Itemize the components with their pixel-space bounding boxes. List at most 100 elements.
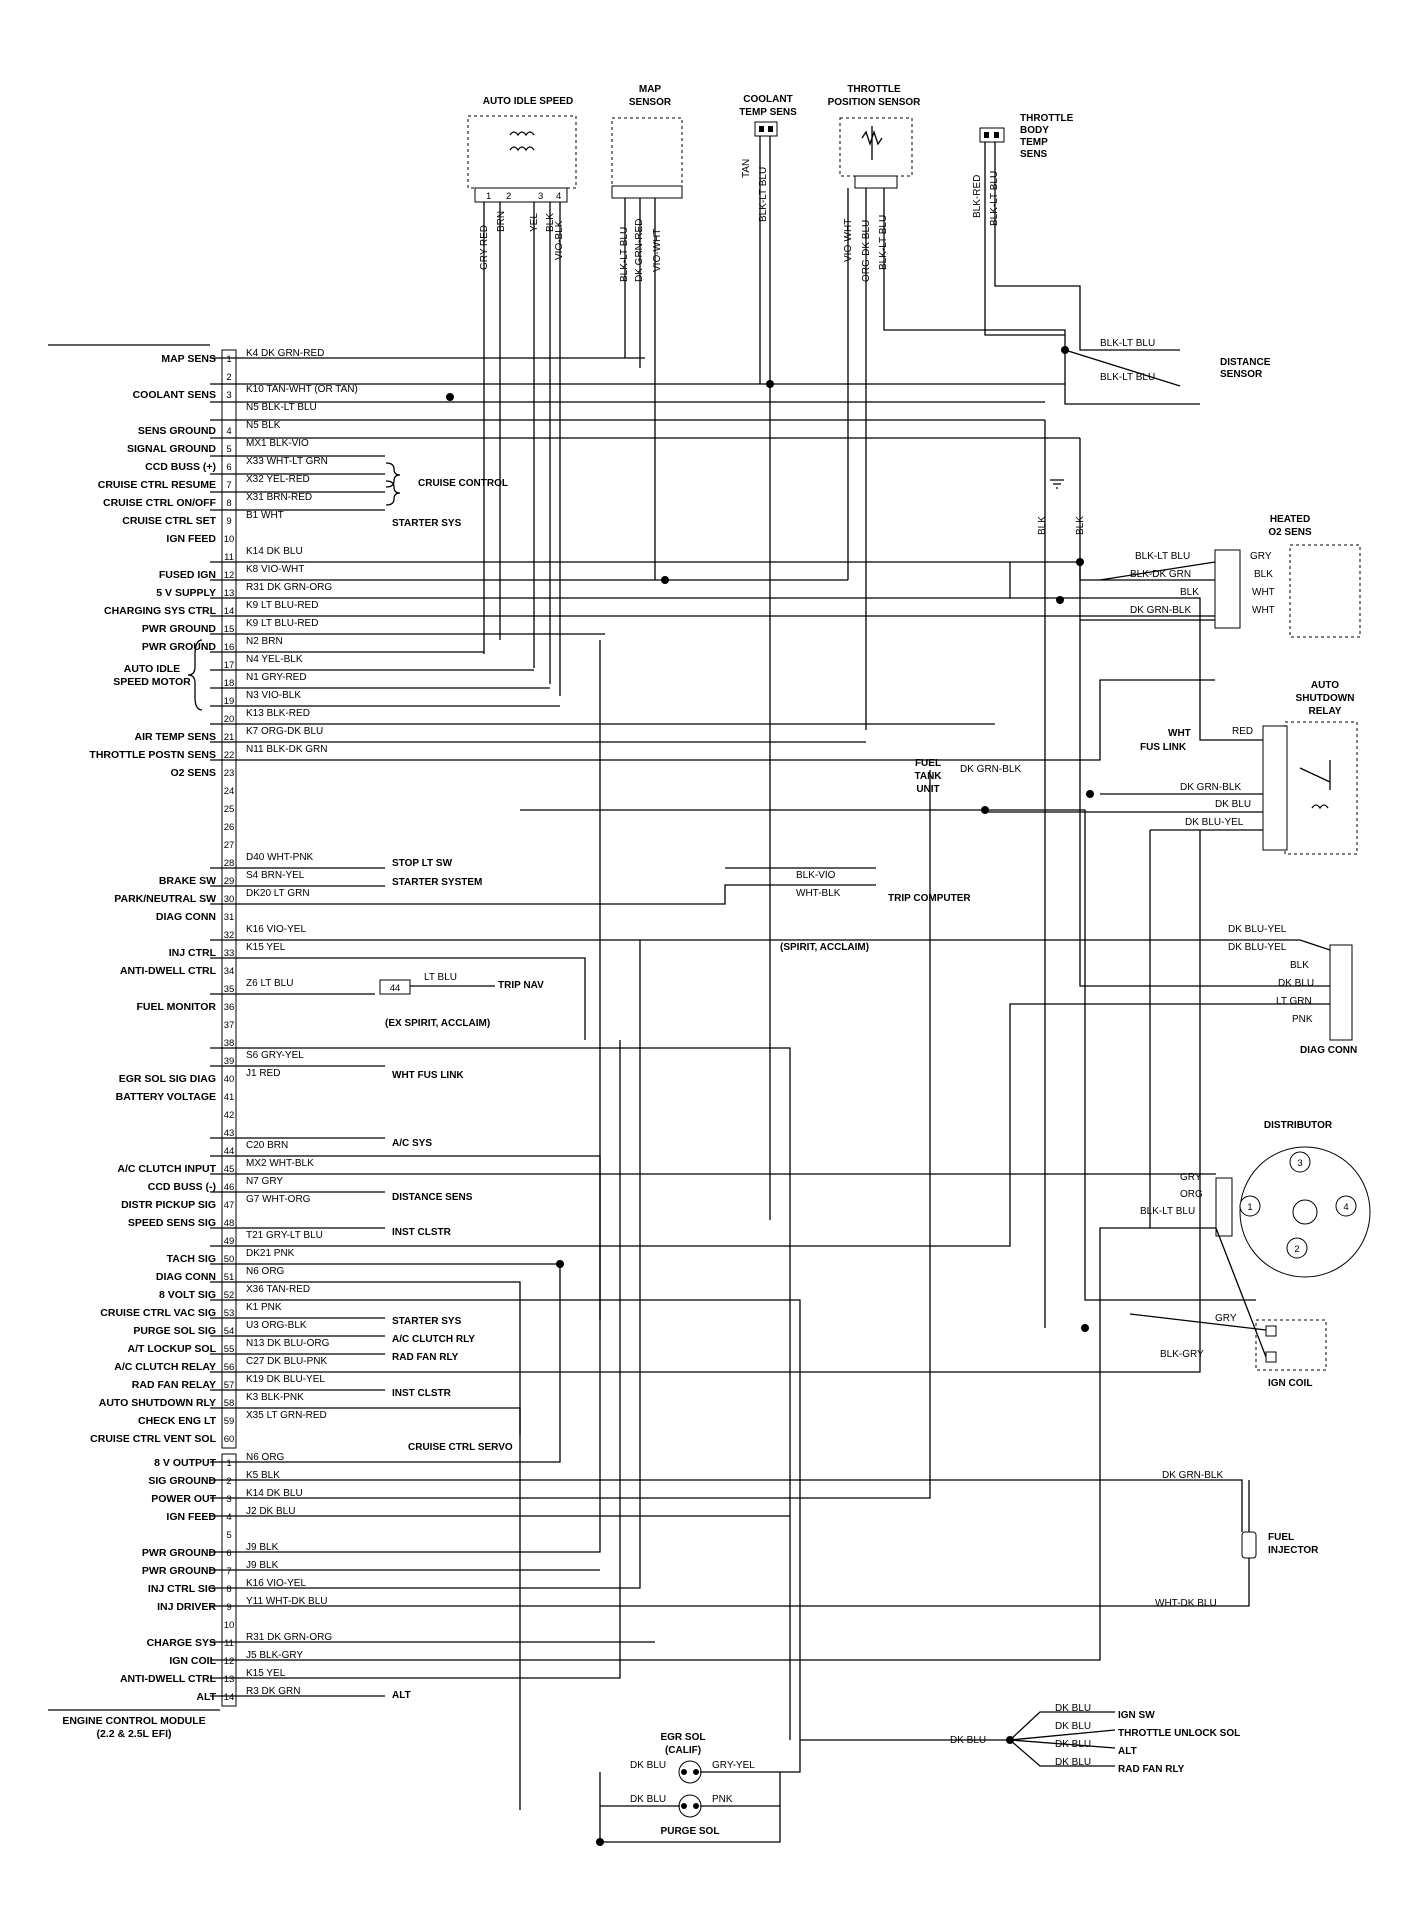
c2-wire-9: Y11 WHT-DK BLU: [246, 1596, 328, 1607]
c1-wire-22: N11 BLK-DK GRN: [246, 744, 328, 755]
asd-fus-link: FUS LINK: [1140, 742, 1187, 753]
c1-wire-17: N4 YEL-BLK: [246, 654, 303, 665]
fuel-injector-body: [1241, 1531, 1257, 1559]
dest-ex-spirit-acclaim: (EX SPIRIT, ACCLAIM): [385, 1018, 490, 1029]
fuel-tank-title-2: TANK: [914, 771, 942, 782]
c1-pin-38: 38: [224, 1038, 235, 1049]
dest-cruise-control: CRUISE CONTROL: [418, 478, 508, 489]
c1-wire-12: K8 VIO-WHT: [246, 564, 304, 575]
c1-pin-39: 39: [224, 1056, 235, 1067]
c1-pin-3: 3: [226, 390, 231, 401]
distributor-title: DISTRIBUTOR: [1264, 1120, 1333, 1131]
diag-wire-4: DK BLU: [1278, 978, 1314, 989]
fuel-tank-wire: DK GRN-BLK: [960, 764, 1021, 775]
c2-label-4: IGN FEED: [166, 1511, 216, 1523]
c1-wire-13: R31 DK GRN-ORG: [246, 582, 332, 593]
c1-wire-1: K4 DK GRN-RED: [246, 348, 324, 359]
dest-inst-clstr-1: INST CLSTR: [392, 1227, 452, 1238]
distributor-rotor: [1292, 1199, 1318, 1225]
asd-connector: [1262, 725, 1288, 851]
c1-pin-1: 1: [226, 354, 231, 365]
o2-wire-3: BLK: [1180, 587, 1199, 598]
c2-pin-3: 3: [226, 1494, 231, 1505]
auto-idle-speed-coil-icon: [509, 131, 535, 152]
c1-pin-33: 33: [224, 948, 235, 959]
c1-pin-59: 59: [224, 1416, 235, 1427]
c2-pin-block: [221, 1453, 237, 1707]
c1-label-45: A/C CLUTCH INPUT: [117, 1163, 216, 1175]
dest-starter-sys: STARTER SYS: [392, 518, 462, 529]
c1-wire-33: K15 YEL: [246, 942, 286, 953]
c1-label-3: COOLANT SENS: [133, 389, 216, 401]
c1-pin-5: 5: [226, 444, 231, 455]
c1-wire-59: X35 LT GRN-RED: [246, 1410, 327, 1421]
c1-label-55: A/T LOCKUP SOL: [128, 1343, 217, 1355]
o2-title-1: HEATED: [1270, 514, 1310, 525]
dest-wht-fus-link: WHT FUS LINK: [392, 1070, 464, 1081]
c2-label-3: POWER OUT: [151, 1493, 216, 1505]
c1-pin-48: 48: [224, 1218, 235, 1229]
egr-sol-title-2: (CALIF): [665, 1745, 701, 1756]
c2-wire-2: K5 BLK: [246, 1470, 280, 1481]
auto-idle-label-1: AUTO IDLE: [124, 663, 180, 675]
tbt-title-3: TEMP: [1020, 137, 1048, 148]
ais-wire-2: BRN: [496, 211, 507, 232]
map-sensor-title-1: MAP: [639, 84, 662, 95]
c1-pin-26: 26: [224, 822, 235, 833]
c1-pin-13: 13: [224, 588, 235, 599]
c1-pin-37: 37: [224, 1020, 235, 1031]
diag-wire-2: DK BLU-YEL: [1228, 942, 1287, 953]
c1-pin-32: 32: [224, 930, 235, 941]
o2-pin-4: WHT: [1252, 605, 1275, 616]
c2-label-11: CHARGE SYS: [147, 1637, 216, 1649]
c1-pin-56: 56: [224, 1362, 235, 1373]
c1-wire-40: J1 RED: [246, 1068, 280, 1079]
c1-pin-15: 15: [224, 624, 235, 635]
trip-wire-2: WHT-BLK: [796, 888, 841, 899]
dk-blu-branch-1: DK BLU: [1055, 1703, 1091, 1714]
c1-wire-28: D40 WHT-PNK: [246, 852, 314, 863]
auto-idle-speed-box: [467, 115, 577, 189]
c1-wire-47: G7 WHT-ORG: [246, 1194, 311, 1205]
o2-pin-1: GRY: [1250, 551, 1272, 562]
coolant-title-2: TEMP SENS: [739, 107, 797, 118]
c2-wire-14: R3 DK GRN: [246, 1686, 300, 1697]
splice-points: [446, 346, 1094, 1846]
dest-spirit-acclaim: (SPIRIT, ACCLAIM): [780, 942, 869, 953]
asd-switch-icon: [1299, 760, 1331, 810]
c2-pin-5: 5: [226, 1530, 231, 1541]
dest-cruise-ctrl-servo: CRUISE CTRL SERVO: [408, 1442, 513, 1453]
c1-label-57: RAD FAN RELAY: [132, 1379, 216, 1391]
c2-pin-12: 12: [224, 1656, 235, 1667]
diag-wire-5: LT GRN: [1276, 996, 1312, 1007]
c1-wire-9: B1 WHT: [246, 510, 284, 521]
c1-pin-51: 51: [224, 1272, 235, 1283]
egr-sol-wire-1: DK BLU: [630, 1760, 666, 1771]
c1-wire-46: N7 GRY: [246, 1176, 283, 1187]
c1-wire-14: K9 LT BLU-RED: [246, 600, 318, 611]
c2-label-1: 8 V OUTPUT: [154, 1457, 216, 1469]
fuel-injector-title-1: FUEL: [1268, 1532, 1294, 1543]
diag-conn-title: DIAG CONN: [1300, 1045, 1357, 1056]
ais-pin-3: 3: [538, 191, 543, 202]
auto-idle-speed-title: AUTO IDLE SPEED: [483, 96, 573, 107]
c1-wire-19: N3 VIO-BLK: [246, 690, 301, 701]
tbt-connector: [979, 127, 1005, 143]
splice-44: 44: [390, 983, 401, 994]
c1-pin-21: 21: [224, 732, 235, 743]
c1-pin-17: 17: [224, 660, 235, 671]
c1-label-10: IGN FEED: [166, 533, 216, 545]
c1-pin-16: 16: [224, 642, 235, 653]
diag-wire-1: DK BLU-YEL: [1228, 924, 1287, 935]
c1-wire-8: X31 BRN-RED: [246, 492, 312, 503]
purge-sol-title: PURGE SOL: [661, 1826, 720, 1837]
map-wire-3: VIO-WHT: [652, 229, 663, 272]
coolant-wire-1: TAN: [741, 159, 752, 178]
c1-wire-5: MX1 BLK-VIO: [246, 438, 309, 449]
tbt-pin-a: [984, 132, 989, 138]
c1-label-6: CCD BUSS (+): [145, 461, 216, 473]
c1-wire-39: S6 GRY-YEL: [246, 1050, 304, 1061]
egr-sol-pin-b: [693, 1769, 699, 1775]
c1-pin-35: 35: [224, 984, 235, 995]
